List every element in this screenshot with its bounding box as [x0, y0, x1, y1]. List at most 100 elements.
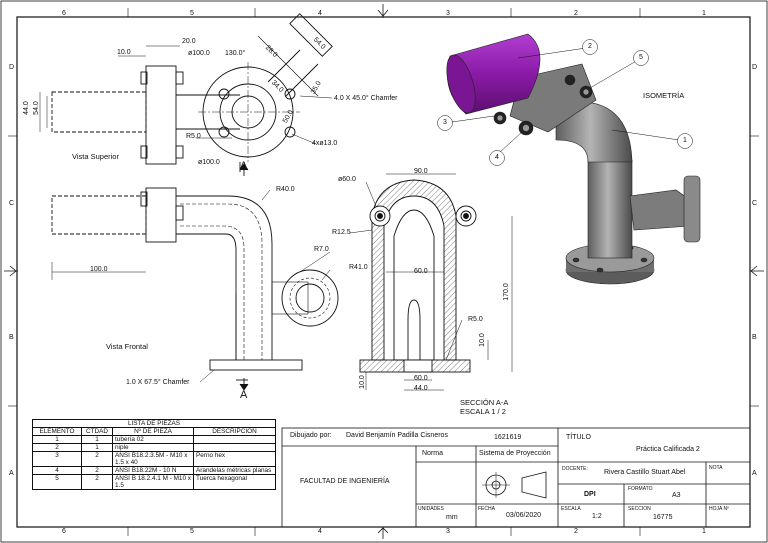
docente-name: Rivera Castillo Stuart Abel	[604, 469, 686, 476]
table-row: 2 1 niple	[32, 443, 276, 452]
dim-44: 44.0	[22, 101, 30, 115]
dim-44-low: 44.0	[414, 385, 428, 392]
table-row: 3 2 ANSI B18.2.3.5M - M10 x 1.5 x 40 Per…	[32, 451, 276, 467]
dim-phi60: ø60.0	[338, 176, 356, 183]
dim-60-mid: 60.0	[414, 268, 428, 275]
border-top-6: 6	[62, 10, 66, 17]
dim-r40: R40.0	[276, 186, 295, 193]
hoja-label: HOJA Nº	[709, 506, 729, 512]
dim-chamfer45: 4.0 X 45.0° Chamfer	[334, 95, 398, 102]
isometric-assembly	[446, 33, 701, 285]
border-left-b: B	[9, 334, 14, 341]
border-bottom-1: 1	[702, 528, 706, 535]
col-elemento: ELEMENTO	[32, 427, 82, 436]
dim-10-left: 10.0	[358, 375, 366, 389]
student-code: 1621619	[494, 434, 522, 441]
cell-part: ANSI B 18.2.4.1 M - M10 x 1.5	[112, 474, 194, 490]
border-right-b: B	[752, 334, 757, 341]
dim-r12: R12.5	[332, 229, 351, 236]
cell-el: 5	[32, 474, 82, 490]
cell-part: tubería 02	[112, 435, 194, 444]
section-title: SECCIÓN A-A	[460, 398, 509, 407]
table-row: 4 2 ANSI B18.22M - 10 N Arandelas métric…	[32, 466, 276, 475]
border-right-d: D	[752, 64, 758, 71]
dim-10: 10.0	[117, 49, 131, 56]
border-bottom-3: 3	[446, 528, 450, 535]
col-description: DESCRIPCIÓN	[193, 427, 276, 436]
docente-label: DOCENTE:	[562, 466, 588, 472]
border-right-c: C	[752, 200, 758, 207]
border-bottom-2: 2	[574, 528, 578, 535]
dim-10-section: 10.0	[478, 333, 486, 347]
parts-list-table: LISTA DE PIEZAS ELEMENTO CTDAD Nº DE PIE…	[32, 419, 276, 490]
dim-54: 54.0	[32, 101, 40, 115]
dim-100: 100.0	[90, 266, 108, 273]
cell-desc: Tuerca hexagonal	[193, 474, 276, 490]
border-top-3: 3	[446, 10, 450, 17]
titulo-label: TÍTULO	[566, 434, 591, 441]
section-arrows	[239, 163, 249, 391]
cell-qty: 1	[81, 435, 113, 444]
table-row: 1 1 tubería 02	[32, 435, 276, 444]
dim-phi100-low: ø100.0	[198, 159, 220, 166]
front-view	[51, 187, 339, 381]
border-bottom-6: 6	[62, 528, 66, 535]
drawn-by-name: David Benjamín Padilla Cisneros	[346, 432, 448, 439]
formato-value: A3	[672, 492, 681, 499]
dimension-lines	[39, 45, 513, 391]
cell-part: ANSI B18.2.3.5M - M10 x 1.5 x 40	[112, 451, 194, 467]
escala-value: 1:2	[592, 513, 602, 520]
cell-el: 4	[32, 466, 82, 475]
col-ctdad: CTDAD	[81, 427, 113, 436]
dim-130: 130.0°	[225, 50, 246, 57]
section-view	[359, 179, 477, 373]
table-row: 5 2 ANSI B 18.2.4.1 M - M10 x 1.5 Tuerca…	[32, 474, 276, 490]
dim-r5: R5.0	[186, 133, 201, 140]
seccion-value: 16775	[653, 514, 673, 521]
dim-phi100-top: ø100.0	[188, 50, 210, 57]
border-top-4: 4	[318, 10, 322, 17]
dim-r41: R41.0	[349, 264, 368, 271]
drawing-title: Práctica Calificada 2	[636, 446, 700, 453]
cell-desc: Perno hex	[193, 451, 276, 467]
dim-r7: R7.0	[314, 246, 329, 253]
balloon-leaders	[437, 39, 693, 166]
top-view-label: Vista Superior	[72, 152, 119, 161]
cell-part: niple	[112, 443, 194, 452]
dim-chamfer67: 1.0 X 67.5° Chamfer	[126, 379, 190, 386]
norma-label: Norma	[422, 450, 444, 457]
unidades-value: mm	[446, 514, 458, 521]
section-scale: ESCALA 1 / 2	[460, 407, 506, 416]
front-view-label: Vista Frontal	[106, 342, 148, 351]
cell-el: 1	[32, 435, 82, 444]
dim-90: 90.0	[414, 168, 428, 175]
nota-label: NOTA	[709, 465, 723, 471]
formato-label: FORMATO	[628, 486, 653, 492]
faculty-name: FACULTAD DE INGENIERÍA	[300, 478, 390, 485]
unidades-label: UNIDADES	[418, 506, 444, 512]
balloon-4: 4	[495, 154, 499, 161]
cell-el: 3	[32, 451, 82, 467]
title-block-frame	[281, 427, 751, 528]
border-top-1: 1	[702, 10, 706, 17]
isometric-label: ISOMETRÍA	[643, 91, 685, 100]
border-top-5: 5	[190, 10, 194, 17]
cell-el: 2	[32, 443, 82, 452]
escala-label: ESCALA	[561, 506, 581, 512]
cell-qty: 2	[81, 466, 113, 475]
border-left-c: C	[9, 200, 15, 207]
dpi-label: DPI	[584, 491, 596, 498]
cell-desc	[193, 443, 276, 452]
seccion-label: SECCION	[628, 506, 651, 512]
border-left-d: D	[9, 64, 15, 71]
cell-qty: 2	[81, 474, 113, 490]
balloon-2: 2	[588, 43, 592, 50]
top-view	[51, 13, 333, 172]
balloon-3: 3	[443, 119, 447, 126]
projection-label: Sistema de Proyección	[479, 450, 551, 457]
dim-170: 170.0	[502, 283, 510, 301]
drawn-by-label: Dibujado por:	[290, 432, 332, 439]
border-left-a: A	[9, 470, 14, 477]
section-mark-top: A	[240, 160, 248, 172]
